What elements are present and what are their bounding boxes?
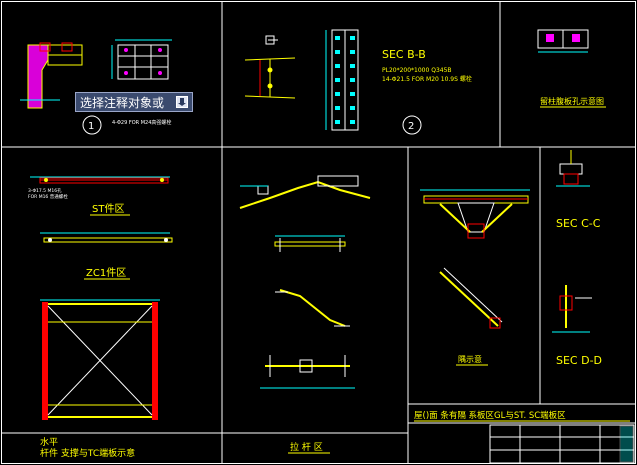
bent-rod-detail bbox=[275, 289, 350, 327]
annotation-tooltip[interactable]: 选择注释对象或 bbox=[75, 92, 193, 112]
diagonal-brace-detail bbox=[439, 267, 503, 329]
horizontal-bracing-frame bbox=[40, 299, 160, 420]
detail-circle-2 bbox=[402, 115, 422, 135]
straight-rod-detail bbox=[274, 235, 346, 252]
sec-cc-detail bbox=[556, 150, 590, 187]
download-icon[interactable] bbox=[176, 96, 188, 108]
zc1-title: ZC1件区 bbox=[86, 267, 126, 279]
detail-circle-2-label: 2 bbox=[408, 121, 414, 132]
sec-bb-bolt-spec: 14-Φ21.5 FOR M20 10.9S 螺栓 bbox=[382, 75, 472, 83]
i-beam-section bbox=[244, 35, 296, 99]
web-hole-title: 留柱腹板孔示意图 bbox=[540, 96, 604, 106]
zc1-member bbox=[40, 232, 173, 243]
horizontal-bracing-title-2: 杆件 支撑与TC端板示意 bbox=[40, 447, 135, 459]
sec-dd-title: SEC D-D bbox=[556, 354, 602, 367]
sec-bb-title: SEC B-B bbox=[382, 48, 426, 61]
plate-grid-detail bbox=[111, 39, 172, 80]
bottom-zone-title: 屋()面 条有隔 系板区GL与ST. SC端板区 bbox=[414, 410, 566, 421]
annotation-tooltip-text: 选择注释对象或 bbox=[80, 96, 165, 110]
detail-circle-1-label: 1 bbox=[88, 121, 94, 132]
detail-circle-1 bbox=[82, 115, 102, 135]
top-left-bolt-note: 4-Φ29 FOR M24高强螺栓 bbox=[112, 119, 171, 126]
st-note-2: FOR M16 普通螺栓 bbox=[28, 193, 68, 200]
horizontal-bracing-title-1: 水平 bbox=[40, 436, 58, 448]
bolt-plate-elevation bbox=[325, 29, 359, 131]
tension-rod-detail bbox=[260, 355, 355, 389]
web-hole-detail bbox=[537, 29, 589, 53]
rod-zone-title: 拉 杆 区 bbox=[290, 441, 323, 453]
brace-title: 隅示意 bbox=[458, 354, 482, 364]
title-block bbox=[489, 424, 635, 464]
st-note-1: 3-Φ17.5 M16孔 bbox=[28, 187, 62, 194]
sec-bb-plate-spec: PL20*200*1000 Q345B bbox=[382, 67, 452, 74]
sec-cc-title: SEC C-C bbox=[556, 217, 601, 230]
sec-dd-detail bbox=[552, 285, 592, 333]
column-base-detail bbox=[20, 42, 83, 109]
st-title: ST件区 bbox=[92, 203, 124, 215]
st-member bbox=[30, 176, 170, 184]
gusset-brace-detail bbox=[420, 189, 530, 239]
roof-rod-detail bbox=[239, 175, 371, 209]
